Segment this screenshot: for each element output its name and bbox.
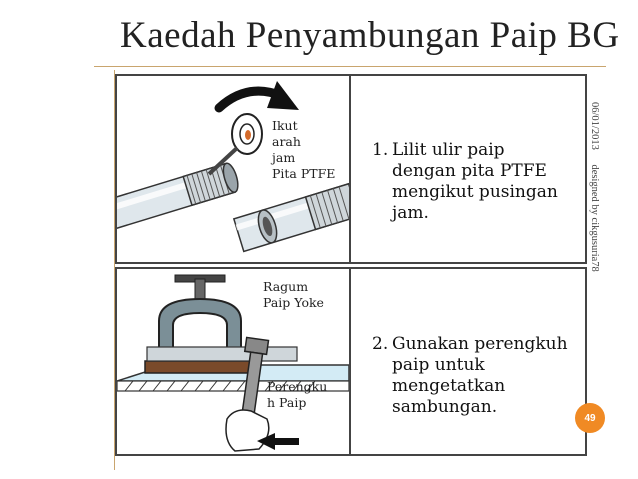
step-1-text: 1. Lilit ulir paip dengan pita PTFE meng… (372, 140, 558, 224)
step-number: 2. (372, 334, 389, 354)
title-rule (94, 66, 606, 67)
step-line: sambungan. (392, 397, 498, 417)
label-line: Paip Yoke (263, 295, 324, 310)
slide-title: Kaedah Penyambungan Paip BG (120, 15, 620, 56)
slide-date: 06/01/2013 (589, 102, 600, 150)
step-line: mengetatkan (392, 376, 506, 396)
page-number-badge: 49 (575, 403, 605, 433)
label-vise: Ragum Paip Yoke (263, 279, 324, 311)
side-footer: 06/01/2013 designed by cikgusuria78 (589, 102, 600, 284)
label-line: Perengku (267, 379, 328, 394)
label-line: h Paip (267, 395, 307, 410)
label-line: jam (272, 150, 296, 165)
left-rule (114, 70, 115, 470)
step-line: Lilit ulir paip (392, 140, 505, 160)
step-2-panel: Ragum Paip Yoke Perengku h Paip 2. Gunak… (115, 267, 587, 456)
label-direction: Ikut arah jam Pita PTFE (272, 118, 335, 182)
label-line: Ikut (272, 118, 298, 133)
step-line: paip untuk (392, 355, 485, 375)
panel-divider (349, 76, 351, 262)
label-wrench: Perengku h Paip (267, 379, 327, 411)
label-line: arah (272, 134, 301, 149)
pipe-thread-tape-icon (117, 81, 349, 253)
pipe-vise-wrench-icon (117, 274, 349, 452)
step-line: dengan pita PTFE (392, 161, 547, 181)
label-line: Pita PTFE (272, 166, 336, 181)
slide-credit: designed by cikgusuria78 (589, 164, 600, 272)
step-2-text: 2. Gunakan perengkuh paip untuk mengetat… (372, 334, 568, 418)
panel-divider (349, 269, 351, 454)
step-line: jam. (392, 203, 429, 223)
step-line: mengikut pusingan (392, 182, 558, 202)
label-line: Ragum (263, 279, 309, 294)
step-line: Gunakan perengkuh (392, 334, 568, 354)
step-number: 1. (372, 140, 389, 160)
step-1-panel: Ikut arah jam Pita PTFE 1. Lilit ulir pa… (115, 74, 587, 264)
